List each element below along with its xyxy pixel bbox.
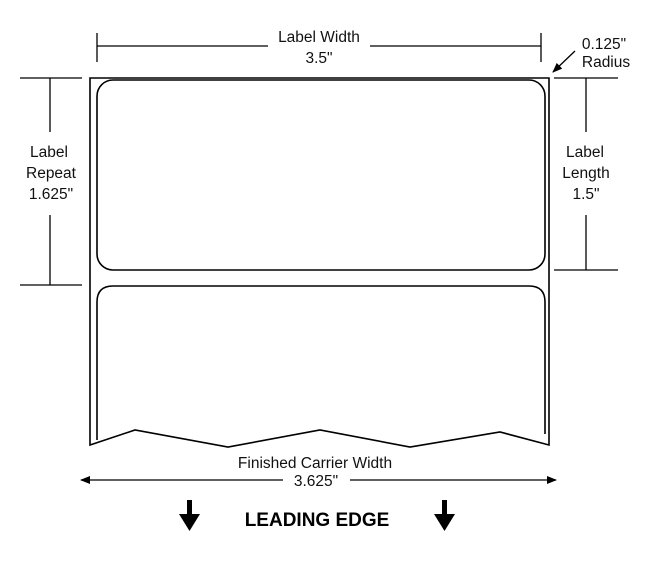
radius-caption: Radius: [582, 54, 630, 71]
arrow-down-icon: [179, 500, 200, 531]
carrier-outline: [89, 77, 550, 448]
label-width-dimension: Label Width 3.5": [96, 29, 542, 67]
radius-pointer-arrow: [552, 50, 576, 73]
label-width-value: 3.5": [305, 50, 332, 67]
carrier-width-value: 3.625": [294, 473, 338, 490]
leading-edge-indicator: LEADING EDGE: [179, 500, 455, 531]
label-length-dimension: Label Length 1.5": [554, 77, 618, 271]
label-width-caption: Label Width: [278, 29, 360, 46]
label-length-line2: Length: [562, 165, 609, 182]
arrow-down-icon: [434, 500, 455, 531]
radius-value: 0.125": [582, 36, 626, 53]
corner-radius-callout: 0.125" Radius: [552, 36, 630, 73]
label-repeat-line2: Repeat: [26, 165, 77, 182]
carrier-width-caption: Finished Carrier Width: [238, 455, 392, 472]
label-repeat-line1: Label: [30, 144, 68, 161]
label-length-line1: Label: [566, 144, 604, 161]
carrier-width-dimension: Finished Carrier Width 3.625": [80, 455, 557, 490]
label-bottom: [96, 285, 546, 440]
label-repeat-dimension: Label Repeat 1.625": [20, 77, 82, 286]
leading-edge-label: LEADING EDGE: [245, 510, 390, 531]
label-repeat-value: 1.625": [29, 186, 73, 203]
label-length-value: 1.5": [572, 186, 599, 203]
label-top: [96, 79, 546, 271]
